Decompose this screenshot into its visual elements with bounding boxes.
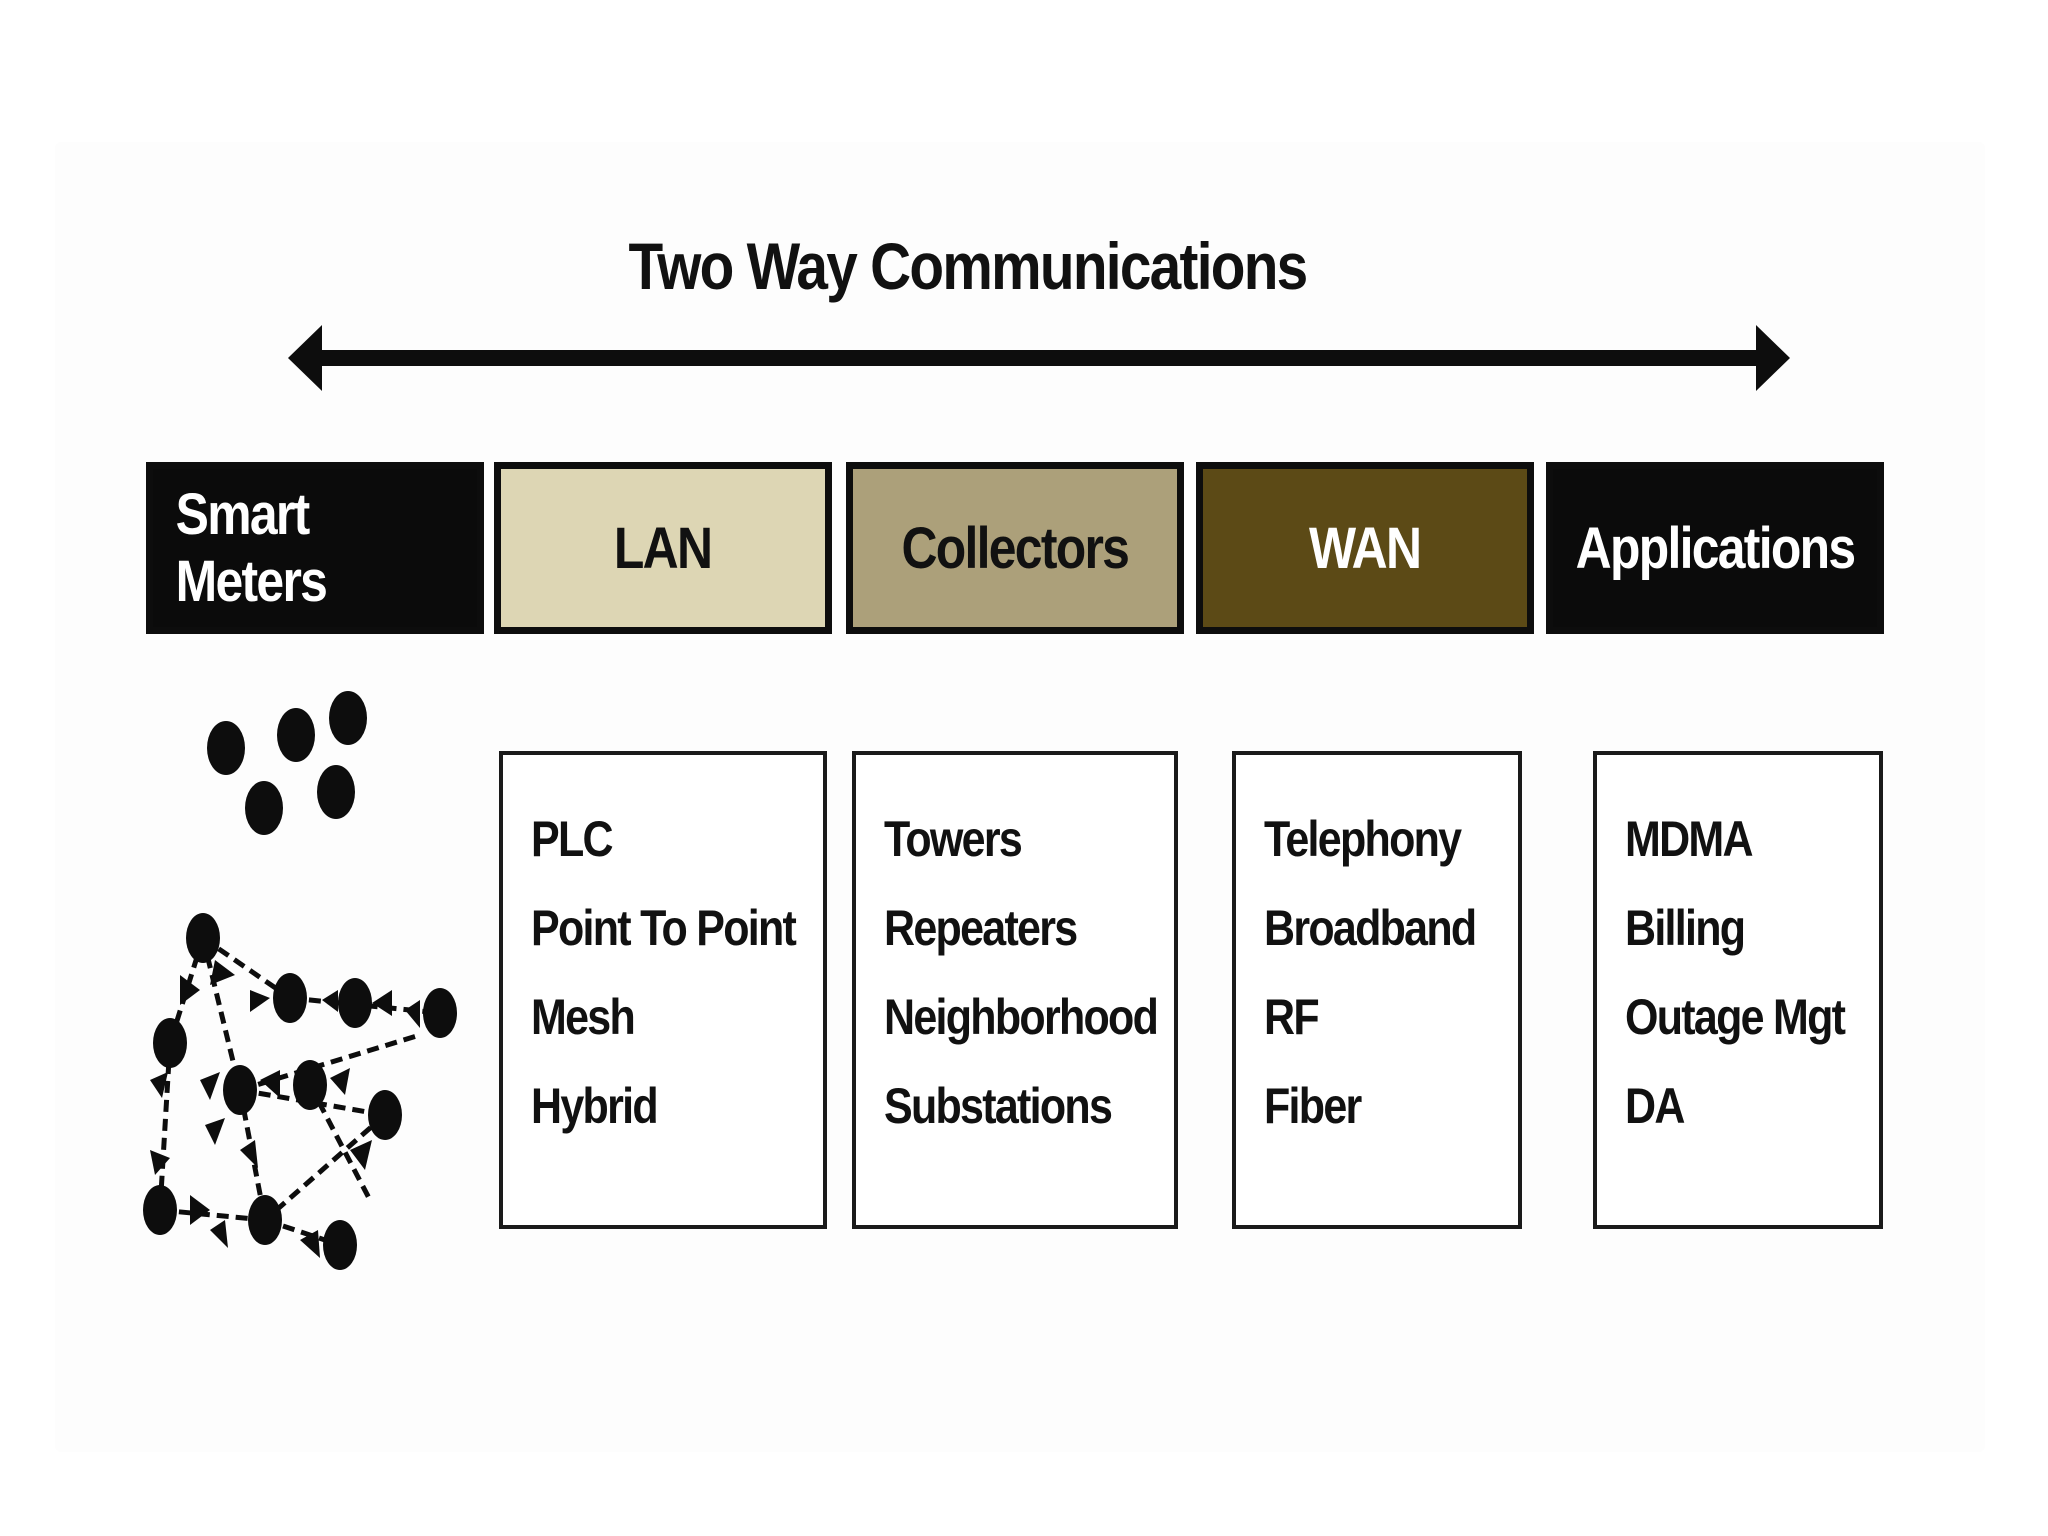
detail-item: RF [1264, 989, 1320, 1045]
detail-list: PLC Point To Point Mesh Hybrid [531, 809, 838, 1165]
stage-label: Smart Meters [175, 482, 328, 614]
detail-item: Telephony [1264, 811, 1462, 867]
detail-item: Fiber [1264, 1078, 1362, 1134]
stage-lan: LAN [494, 462, 832, 634]
stage-applications: Applications [1546, 462, 1884, 634]
detail-item: Repeaters [884, 900, 1078, 956]
stage-label: WAN [1309, 515, 1422, 581]
arrow-left-head [288, 325, 322, 391]
detail-item: Broadband [1264, 900, 1477, 956]
stage-collectors: Collectors [846, 462, 1184, 634]
detail-item: Outage Mgt [1625, 989, 1846, 1045]
meter-dots-icon [207, 691, 367, 835]
detail-item: Substations [884, 1078, 1113, 1134]
detail-item: Hybrid [531, 1078, 659, 1134]
detail-item: Neighborhood [884, 989, 1159, 1045]
detail-box-lan: PLC Point To Point Mesh Hybrid [499, 751, 827, 1229]
stage-smart-meters: Smart Meters [146, 462, 484, 634]
detail-item: DA [1625, 1078, 1685, 1134]
detail-item: PLC [531, 811, 614, 867]
detail-box-applications: MDMA Billing Outage Mgt DA [1593, 751, 1883, 1229]
detail-item: Towers [884, 811, 1023, 867]
detail-item: Mesh [531, 989, 636, 1045]
detail-box-wan: Telephony Broadband RF Fiber [1232, 751, 1522, 1229]
diagram-title: Two Way Communications [628, 229, 1308, 303]
detail-box-collectors: Towers Repeaters Neighborhood Substation… [852, 751, 1178, 1229]
arrow-right-head [1756, 325, 1790, 391]
stage-label: LAN [614, 515, 713, 581]
mesh-network-icon [143, 913, 457, 1270]
stage-wan: WAN [1196, 462, 1534, 634]
detail-item: Billing [1625, 900, 1746, 956]
detail-item: Point To Point [531, 900, 797, 956]
stage-label: Collectors [901, 515, 1130, 581]
detail-list: MDMA Billing Outage Mgt DA [1625, 809, 1880, 1165]
detail-item: MDMA [1625, 811, 1754, 867]
detail-list: Telephony Broadband RF Fiber [1264, 809, 1510, 1165]
detail-list: Towers Repeaters Neighborhood Substation… [884, 809, 1202, 1165]
stage-label: Applications [1575, 515, 1856, 581]
